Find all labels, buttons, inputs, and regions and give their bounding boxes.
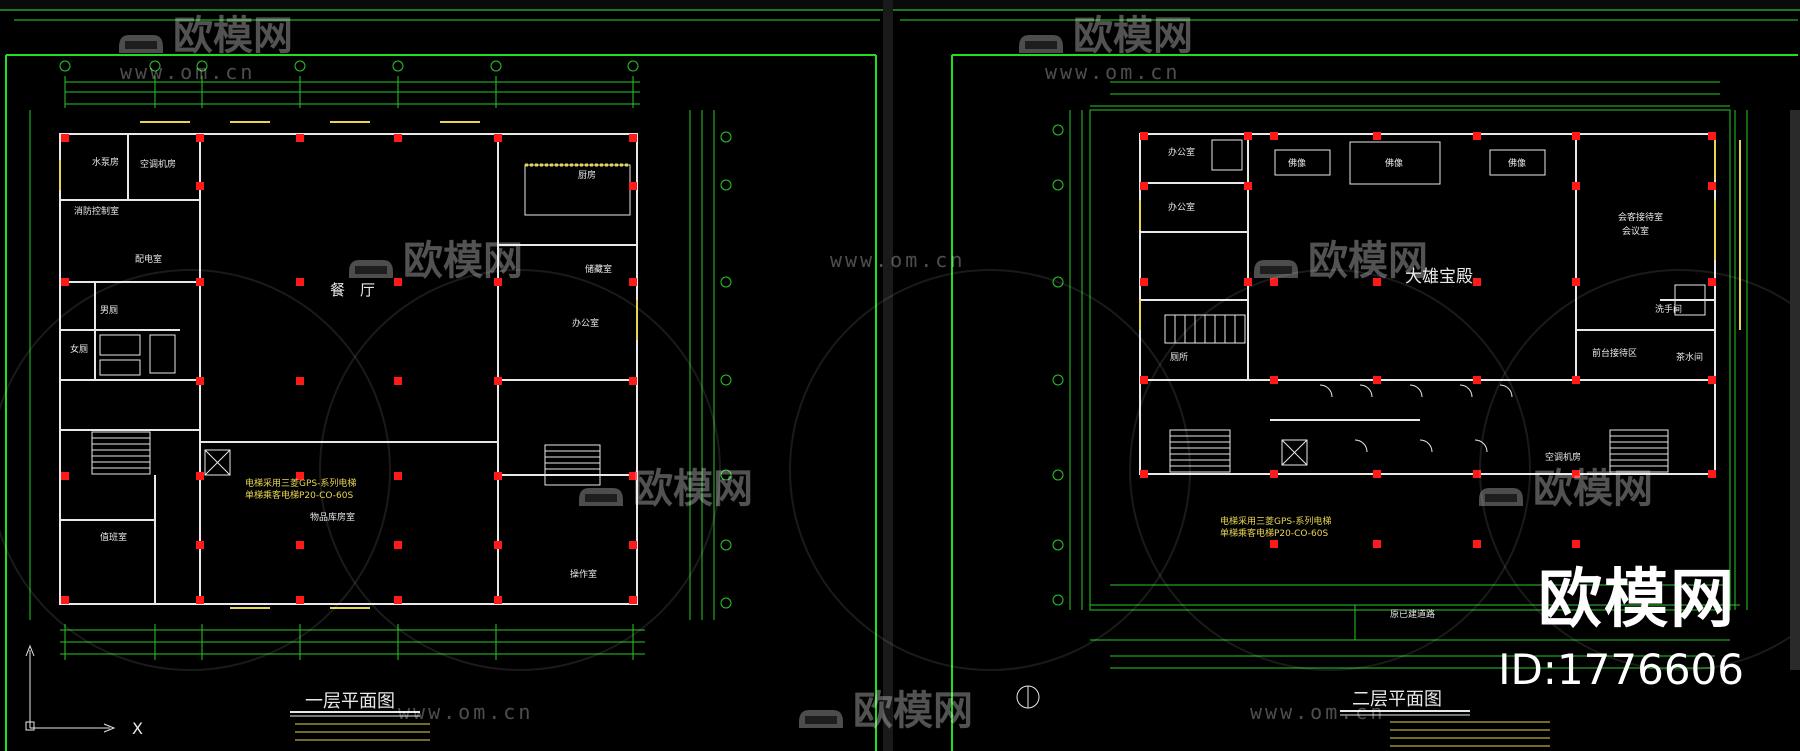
room-meeting: 会议室 bbox=[1622, 225, 1649, 237]
room-duty: 值班室 bbox=[100, 531, 127, 543]
watermark-url: www.om.cn bbox=[830, 248, 966, 272]
sofa-logo-icon bbox=[795, 698, 847, 728]
room-fire-control: 消防控制室 bbox=[74, 205, 119, 217]
room-buddha-2: 佛像 bbox=[1385, 157, 1403, 169]
sofa-logo-icon bbox=[345, 248, 397, 278]
sofa-logo-icon bbox=[1015, 23, 1067, 53]
room-office-1: 办公室 bbox=[1168, 146, 1195, 158]
sofa-logo-icon bbox=[1475, 476, 1527, 506]
ucs-axis-icon: X bbox=[25, 644, 143, 738]
second-floor-columns bbox=[1140, 132, 1716, 548]
room-buddha-3: 佛像 bbox=[1508, 157, 1526, 169]
first-floor-title: 一层平面图 bbox=[305, 691, 395, 712]
elevator-note-1-left: 电梯采用三菱GPS-系列电梯 bbox=[245, 477, 356, 489]
right-sheet-frame bbox=[900, 19, 1798, 751]
watermark-url: www.om.cn bbox=[1045, 60, 1181, 84]
watermark-id: ID:1776606 bbox=[1498, 645, 1744, 694]
road-label: 原已建道路 bbox=[1390, 608, 1435, 620]
first-floor-plan[interactable]: 水泵房 空调机房 消防控制室 配电室 厨房 储藏室 办公室 男厕 女厕 物品库房… bbox=[29, 60, 732, 741]
elevator-note-2-right: 单梯乘客电梯P20-CO-60S bbox=[1220, 527, 1328, 539]
room-office: 办公室 bbox=[572, 317, 599, 329]
room-main-hall: 大雄宝殿 bbox=[1405, 267, 1473, 287]
room-storage: 储藏室 bbox=[585, 263, 612, 275]
watermark-brand-large: 欧模网 bbox=[1538, 563, 1736, 637]
room-ac: 空调机房 bbox=[140, 158, 176, 170]
room-toilet: 厕所 bbox=[1170, 352, 1188, 363]
watermark-url: www.om.cn bbox=[1250, 700, 1386, 724]
watermark-arcs bbox=[0, 269, 1800, 671]
room-ac-2: 空调机房 bbox=[1545, 451, 1581, 463]
watermark-brand: 欧模网 bbox=[575, 468, 753, 510]
room-reception: 前台接待区 bbox=[1592, 347, 1637, 359]
watermark-brand: 欧模网 bbox=[1250, 240, 1428, 282]
watermark-url: www.om.cn bbox=[120, 60, 256, 84]
room-buddha-1: 佛像 bbox=[1288, 157, 1306, 169]
svg-text:X: X bbox=[132, 719, 143, 738]
watermark-brand: 欧模网 bbox=[115, 15, 293, 57]
room-wash: 洗手间 bbox=[1655, 303, 1682, 315]
room-guest: 会客接待室 bbox=[1618, 211, 1663, 223]
room-supply: 物品库房室 bbox=[310, 511, 355, 523]
room-toilet-m: 男厕 bbox=[100, 305, 118, 316]
sofa-logo-icon bbox=[1250, 248, 1302, 278]
first-floor-columns bbox=[61, 134, 637, 604]
watermark-brand: 欧模网 bbox=[345, 240, 523, 282]
watermark-brand: 欧模网 bbox=[795, 690, 973, 732]
room-water-pump: 水泵房 bbox=[92, 156, 119, 168]
room-control: 操作室 bbox=[570, 568, 597, 580]
elevator-note-1-right: 电梯采用三菱GPS-系列电梯 bbox=[1220, 515, 1331, 527]
room-power: 配电室 bbox=[135, 253, 162, 265]
room-kitchen: 厨房 bbox=[578, 169, 596, 181]
second-floor-title: 二层平面图 bbox=[1352, 689, 1442, 710]
room-tea: 茶水间 bbox=[1676, 351, 1703, 363]
left-sheet-frame bbox=[5, 19, 880, 751]
watermark-brand: 欧模网 bbox=[1475, 468, 1653, 510]
room-toilet-f: 女厕 bbox=[70, 343, 88, 355]
north-arrow-icon bbox=[1016, 685, 1040, 709]
room-dining-hall: 餐 厅 bbox=[330, 281, 375, 299]
room-office-2: 办公室 bbox=[1168, 201, 1195, 213]
elevator-note-2-left: 单梯乘客电梯P20-CO-60S bbox=[245, 489, 353, 501]
sofa-logo-icon bbox=[115, 23, 167, 53]
second-floor-plan[interactable]: 办公室 办公室 佛像 佛像 佛像 会客接待室 会议室 厕所 空调机房 茶水间 前… bbox=[1052, 81, 1748, 747]
watermark-url: www.om.cn bbox=[398, 700, 534, 724]
watermark-brand: 欧模网 bbox=[1015, 15, 1193, 57]
sofa-logo-icon bbox=[575, 476, 627, 506]
